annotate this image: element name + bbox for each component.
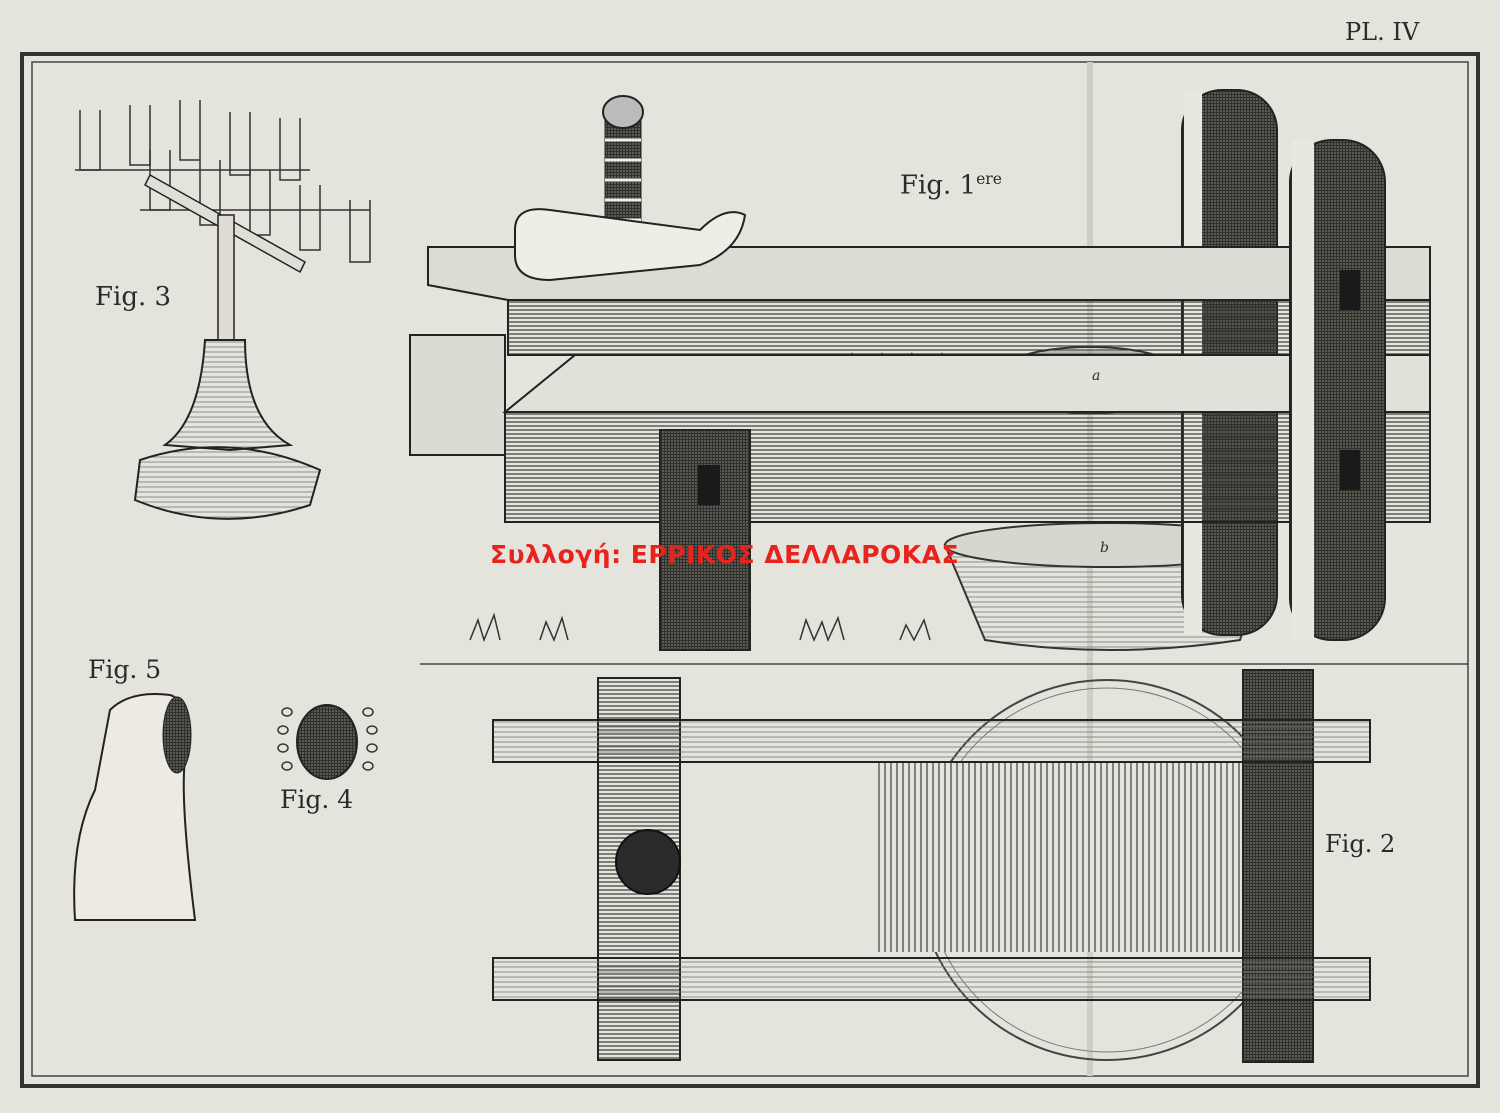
fig4-mould-illustration xyxy=(277,704,378,780)
letter-a-label: a xyxy=(1092,368,1101,384)
fig4-label: Fig. 4 xyxy=(280,785,354,814)
fig3-label: Fig. 3 xyxy=(95,282,172,312)
fig2-label: Fig. 2 xyxy=(1325,830,1396,858)
fig2-plan-illustration xyxy=(492,669,1371,1063)
fig3-stand-illustration xyxy=(75,100,371,520)
fig5-label: Fig. 5 xyxy=(88,655,162,684)
fig1-label: Fig. 1ere xyxy=(900,170,1002,201)
fig5-cloth-illustration xyxy=(73,693,197,921)
fig1-press-illustration xyxy=(409,89,1468,665)
plate-number-label: PL. IV xyxy=(1345,18,1420,46)
fig1-label-suffix: ere xyxy=(976,170,1002,188)
letter-b-label: b xyxy=(1100,540,1109,556)
collection-watermark: Συλλογή: ΕΡΡΙΚΟΣ ΔΕΛΛΑΡΟΚΑΣ xyxy=(490,540,960,569)
